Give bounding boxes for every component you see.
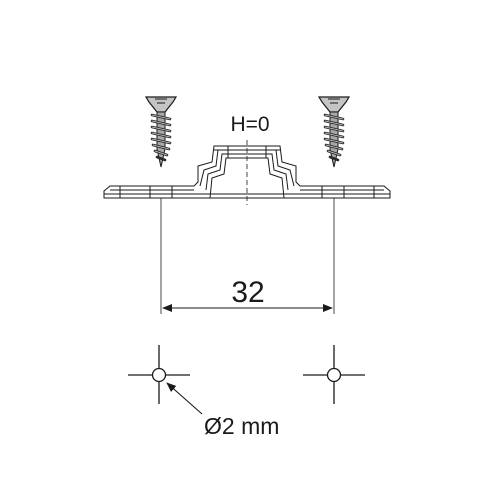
height-label: H=0 bbox=[230, 113, 269, 136]
arrow-icon bbox=[166, 382, 203, 415]
mounting-plate bbox=[103, 140, 391, 205]
spacing-label: 32 bbox=[231, 276, 264, 309]
hole-diameter-label: Ø2 mm bbox=[204, 413, 279, 439]
screw-icon bbox=[317, 96, 351, 168]
crosshair-icon bbox=[128, 345, 190, 404]
crosshair-icon bbox=[303, 345, 365, 404]
screw-icon bbox=[144, 96, 178, 168]
